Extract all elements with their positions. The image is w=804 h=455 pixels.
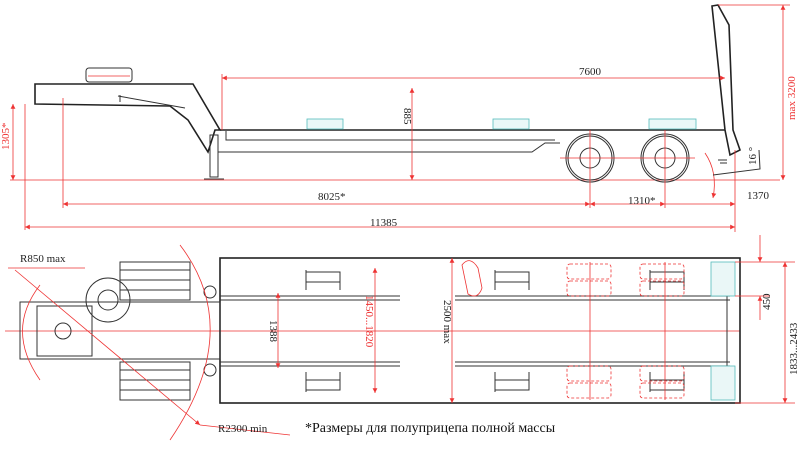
outriggers bbox=[305, 270, 685, 392]
ramp-right bbox=[710, 365, 736, 401]
jack-outline bbox=[461, 260, 483, 297]
dim-track-range: 1450...1820 bbox=[363, 295, 375, 348]
kingpin-plate bbox=[85, 277, 131, 323]
landing-leg bbox=[209, 134, 219, 178]
toolbox bbox=[85, 67, 133, 83]
dim-deck-length: 7600 bbox=[579, 66, 602, 78]
ramp bbox=[711, 4, 741, 157]
hose-bracket bbox=[117, 95, 186, 109]
dim-ramp-spacing: 1833...2433 bbox=[788, 322, 800, 375]
top-view: R850 max R2300 min 1388 1450...1820 2500… bbox=[5, 235, 800, 441]
pad bbox=[306, 118, 344, 130]
dim-ramp-width: 450 bbox=[761, 293, 773, 310]
side-view: 7600 885 1305* 8025* 1310* 1370 11385 ma… bbox=[0, 4, 798, 232]
gooseneck-top bbox=[19, 301, 221, 360]
kingpin bbox=[54, 322, 72, 340]
dim-overall-width: 2500 max bbox=[441, 300, 453, 344]
dim-gooseneck-width: 1388 bbox=[267, 320, 279, 343]
dim-overall-length: 11385 bbox=[370, 217, 398, 229]
dim-ramp-angle: 16 ° bbox=[747, 147, 759, 165]
dim-deck-height: 885 bbox=[401, 108, 413, 125]
dim-ramp-height: max 3200 bbox=[786, 76, 798, 120]
front-tire-left bbox=[119, 261, 191, 301]
dim-rear-overhang: 1370 bbox=[747, 190, 770, 202]
pad bbox=[648, 118, 697, 130]
dim-kingpin-axle: 8025* bbox=[318, 191, 346, 203]
front-radius-arc bbox=[22, 284, 41, 381]
rear-tires bbox=[566, 262, 685, 400]
dim-front-radius: R850 max bbox=[20, 253, 66, 265]
dim-swing-radius: R2300 min bbox=[218, 423, 268, 435]
footnote: *Размеры для полуприцепа полной массы bbox=[305, 421, 556, 436]
dim-fifth-wheel-height: 1305* bbox=[0, 123, 12, 151]
ramp-left bbox=[710, 261, 736, 297]
dim-axle-spacing: 1310* bbox=[628, 195, 656, 207]
pad bbox=[492, 118, 530, 130]
wheels bbox=[560, 130, 695, 208]
front-tire-right bbox=[119, 361, 191, 401]
swing-radius-arc bbox=[169, 244, 211, 441]
gooseneck bbox=[34, 83, 222, 154]
